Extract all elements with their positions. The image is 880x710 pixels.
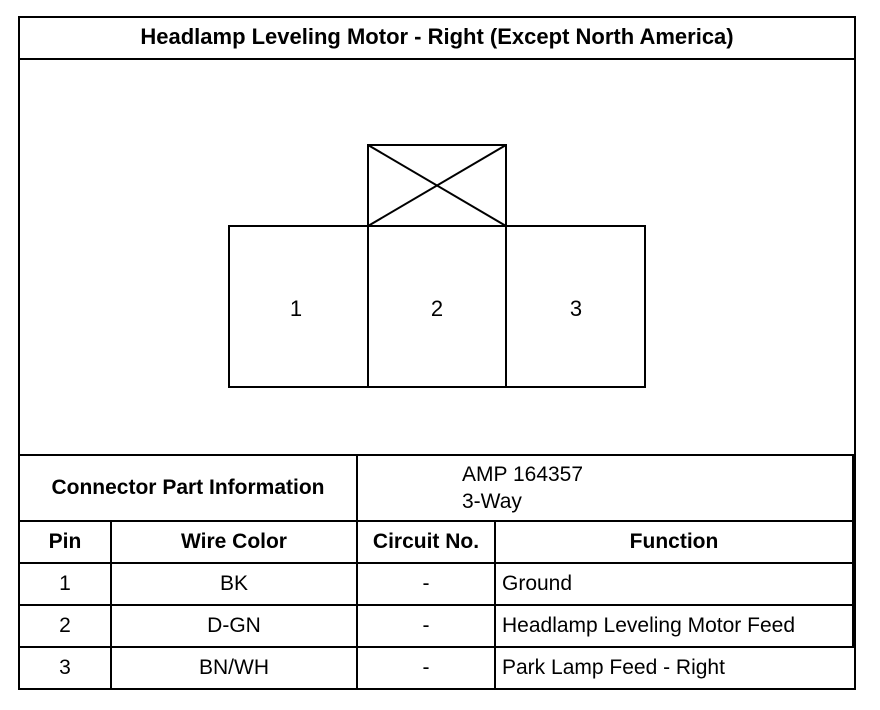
cavity-label-2: 2 [431,296,443,321]
row-3-circuit-no: - [358,648,496,688]
connector-diagram: 1 2 3 [228,144,646,388]
cavity-label-3: 3 [570,296,582,321]
part-number: AMP 164357 [462,463,584,486]
header-circuit-no: Circuit No. [358,522,496,564]
part-info-label: Connector Part Information [20,454,358,522]
row-2-circuit-no: - [358,606,496,648]
part-ways: 3-Way [462,490,522,513]
row-2-function: Headlamp Leveling Motor Feed [496,606,854,648]
row-3-wire-color: BN/WH [112,648,358,688]
latch-cross-line-2 [367,144,507,227]
row-3-pin: 3 [20,648,112,688]
part-info-label-text: Connector Part Information [51,476,325,499]
header-wire-color: Wire Color [112,522,358,564]
row-1-pin: 1 [20,564,112,606]
page-title: Headlamp Leveling Motor - Right (Except … [18,16,856,60]
row-2-pin: 2 [20,606,112,648]
row-1-wire-color: BK [112,564,358,606]
row-3-function: Park Lamp Feed - Right [502,656,725,679]
header-pin: Pin [20,522,112,564]
connector-cavity-3 [505,225,646,388]
header-function: Function [496,522,854,564]
row-1-circuit-no: - [358,564,496,606]
cavity-label-1: 1 [290,296,302,321]
row-1-function: Ground [496,564,854,606]
part-info-value: AMP 164357 3-Way [358,454,854,522]
sheet-border [18,16,856,690]
row-2-wire-color: D-GN [112,606,358,648]
